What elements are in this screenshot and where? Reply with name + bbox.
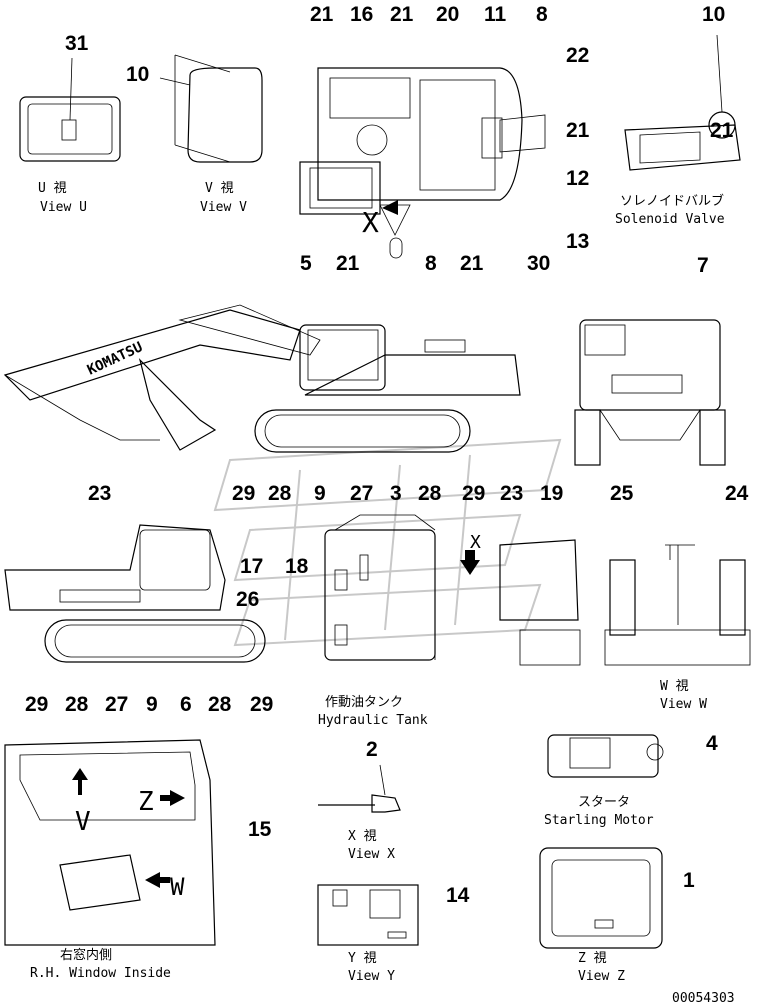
callout: 29	[25, 693, 48, 716]
view-x-drawing	[318, 764, 401, 813]
letter-z: Z	[138, 787, 154, 817]
starter-motor-drawing	[547, 734, 664, 778]
caption-jp: X 視	[348, 829, 377, 844]
callout: 12	[566, 167, 589, 190]
caption-en: View X	[348, 847, 395, 862]
callout: 20	[436, 3, 459, 26]
view-w-drawing	[604, 544, 751, 666]
caption-jp: U 視	[38, 181, 67, 196]
solenoid-valve-drawing	[624, 34, 741, 171]
caption-jp: Y 視	[348, 951, 377, 966]
caption-jp: Z 視	[578, 951, 607, 966]
callout: 19	[540, 482, 563, 505]
callout: 3	[390, 482, 402, 505]
caption-jp: V 視	[205, 181, 234, 196]
callout: 8	[425, 252, 437, 275]
callout: 23	[500, 482, 523, 505]
caption-en: View V	[200, 200, 247, 215]
callout: 9	[314, 482, 326, 505]
window-inside-drawing	[4, 739, 216, 946]
caption-jp: W 視	[660, 679, 689, 694]
callout: 29	[232, 482, 255, 505]
callout: 21	[310, 3, 334, 26]
letter-x-2: X	[470, 532, 481, 553]
callout: 31	[65, 32, 89, 55]
callout: 29	[250, 693, 273, 716]
view-v-drawing	[159, 54, 263, 163]
callout: 14	[446, 884, 470, 907]
callout: 4	[706, 732, 718, 755]
hydraulic-tank-drawing	[324, 514, 436, 661]
callout: 10	[702, 3, 725, 26]
caption-en: Solenoid Valve	[615, 212, 725, 227]
letter-w: W	[170, 873, 185, 901]
callout: 27	[350, 482, 373, 505]
excavator-side-view	[3, 304, 521, 453]
callout: 28	[208, 693, 232, 716]
caption-en: Hydraulic Tank	[318, 713, 428, 728]
caption-jp: ソレノイドバルブ	[620, 193, 724, 209]
caption-jp: 右窓内側	[60, 947, 112, 963]
caption-en: View W	[660, 697, 707, 712]
callout: 28	[418, 482, 442, 505]
caption-en: Starling Motor	[544, 813, 654, 828]
caption-en: R.H. Window Inside	[30, 966, 171, 981]
letter-x: X	[362, 206, 379, 239]
callout: 21	[460, 252, 484, 275]
caption-jp: スタータ	[578, 795, 630, 810]
excavator-rear-view	[574, 319, 726, 466]
callout: 23	[88, 482, 111, 505]
watermark-logo	[213, 438, 562, 647]
callout: 15	[248, 818, 272, 841]
caption-en: View Y	[348, 969, 395, 984]
callout: 10	[126, 63, 149, 86]
plan-view-drawing	[299, 67, 546, 259]
callout: 5	[300, 252, 312, 275]
callout: 24	[725, 482, 749, 505]
callout: 18	[285, 555, 309, 578]
view-z-drawing	[539, 847, 663, 949]
letter-v: V	[75, 807, 91, 837]
callout: 17	[240, 555, 263, 578]
callout: 28	[268, 482, 292, 505]
callout: 25	[610, 482, 634, 505]
callout: 21	[566, 119, 590, 142]
callout: 9	[146, 693, 158, 716]
callout: 16	[350, 3, 373, 26]
callout: 8	[536, 3, 548, 26]
callout: 13	[566, 230, 589, 253]
callout: 7	[697, 254, 709, 277]
callout: 29	[462, 482, 485, 505]
callout: 27	[105, 693, 128, 716]
callout: 26	[236, 588, 259, 611]
callout: 21	[390, 3, 414, 26]
callout: 21	[336, 252, 360, 275]
callout: 22	[566, 44, 589, 67]
callout: 30	[527, 252, 550, 275]
callout: 21	[710, 119, 734, 142]
excavator-left-view	[4, 524, 266, 663]
document-id: 00054303	[672, 991, 735, 1006]
callout: 11	[484, 3, 507, 26]
callout: 1	[683, 869, 695, 892]
view-u-drawing	[19, 57, 121, 162]
callout: 28	[65, 693, 89, 716]
caption-en: View Z	[578, 969, 625, 984]
callout: 2	[366, 738, 378, 761]
view-y-drawing	[317, 884, 419, 946]
caption-jp: 作動油タンク	[325, 695, 403, 710]
control-valve-drawing	[460, 539, 581, 666]
caption-en: View U	[40, 200, 87, 215]
callout: 6	[180, 693, 192, 716]
